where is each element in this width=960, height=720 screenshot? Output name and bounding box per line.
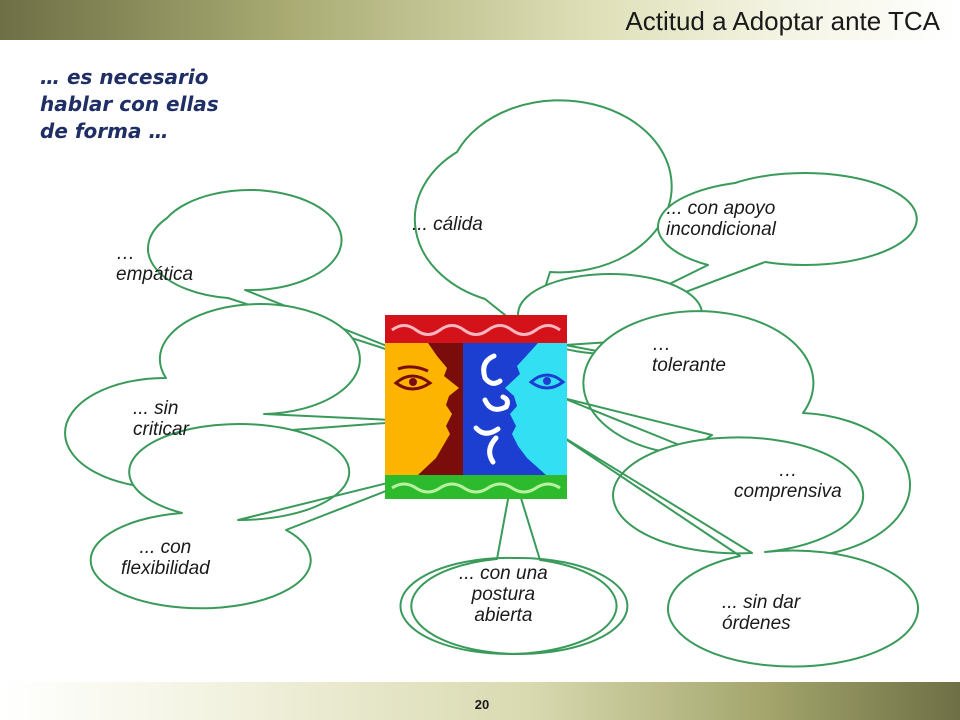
bubble-flexibilidad	[89, 423, 441, 610]
bubble-text-postura: ... con una postura abierta	[459, 563, 548, 626]
bubble-text-calida: ... cálida	[412, 214, 483, 235]
bubble-postura	[399, 471, 629, 655]
bubble-text-sin-ordenes: ... sin dar órdenes	[722, 592, 801, 634]
bubble-text-tolerante: … tolerante	[652, 334, 726, 376]
bubble-text-comprensiva: … comprensiva	[734, 460, 842, 502]
bubble-calida	[413, 99, 673, 336]
page-number: 20	[474, 697, 490, 712]
bubble-text-sin-criticar: ... sin criticar	[133, 398, 189, 440]
intro-text: … es necesario hablar con ellas de forma…	[40, 65, 219, 143]
bubble-sin-ordenes	[554, 431, 919, 668]
header-band	[0, 0, 960, 40]
footer-band	[0, 682, 960, 720]
left-face-profile	[385, 343, 459, 475]
faces-illustration	[385, 315, 567, 499]
swirl-decoration	[481, 353, 503, 386]
bubble-text-empatica: … empática	[116, 243, 194, 285]
slide-title: Actitud a Adoptar ante TCA	[625, 6, 940, 36]
bubble-empatica	[147, 189, 436, 366]
bubble-text-flexibilidad: ... con flexibilidad	[121, 537, 210, 579]
bubble-text-apoyo: ... con apoyo incondicional	[666, 198, 776, 240]
